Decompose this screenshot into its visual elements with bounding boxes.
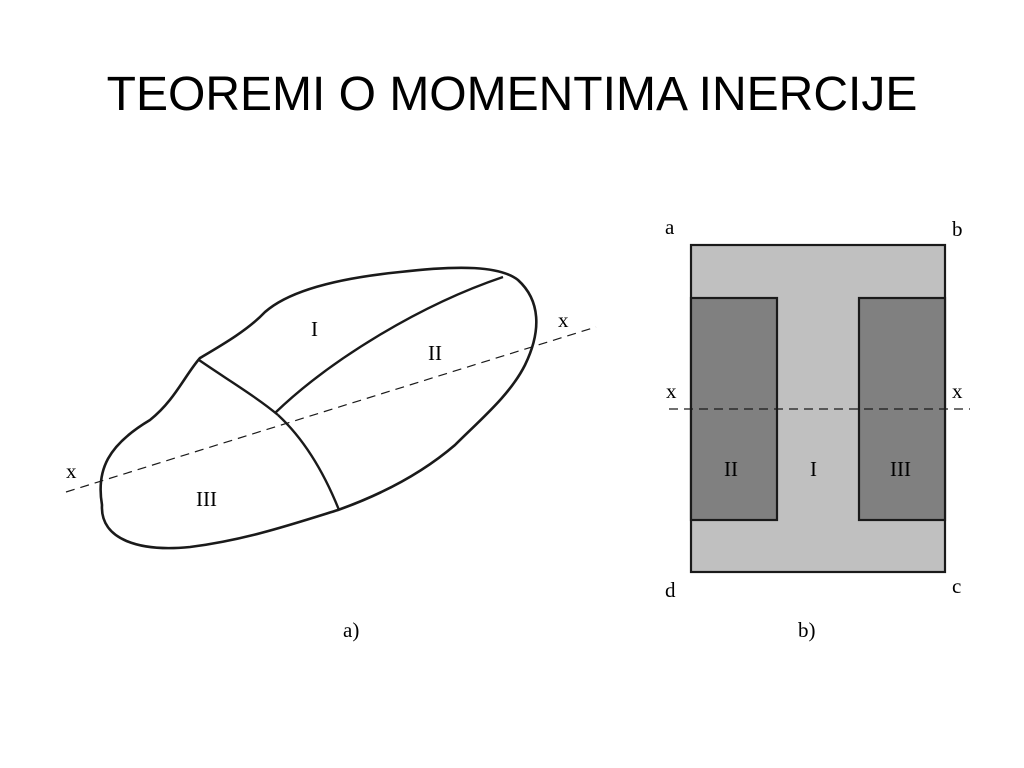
corner-label-a: a [665,215,675,239]
divider-region-i-iii [198,359,279,416]
caption-a: a) [343,618,359,642]
region-label-i-b: I [810,457,817,481]
region-label-i-a: I [311,317,318,341]
corner-label-d: d [665,578,676,602]
corner-label-b: b [952,217,963,241]
caption-b: b) [798,618,816,642]
region-label-ii-b: II [724,457,738,481]
slide-title: TEOREMI O MOMENTIMA INERCIJE [106,68,918,121]
x-axis-label-right-a: x [558,308,569,332]
x-axis-label-left-b: x [666,379,677,403]
corner-label-c: c [952,574,961,598]
figure-a: x x I II III a) [65,266,597,642]
figure-b: a b c d x x II I III b) [665,215,970,642]
divider-region-i-ii [274,275,504,414]
region-label-iii-a: III [196,487,217,511]
x-axis-label-left-a: x [66,459,77,483]
x-axis-dashed-a [65,326,597,493]
irregular-area-outline [99,266,538,550]
region-label-iii-b: III [890,457,911,481]
region-label-ii-a: II [428,341,442,365]
x-axis-label-right-b: x [952,379,963,403]
